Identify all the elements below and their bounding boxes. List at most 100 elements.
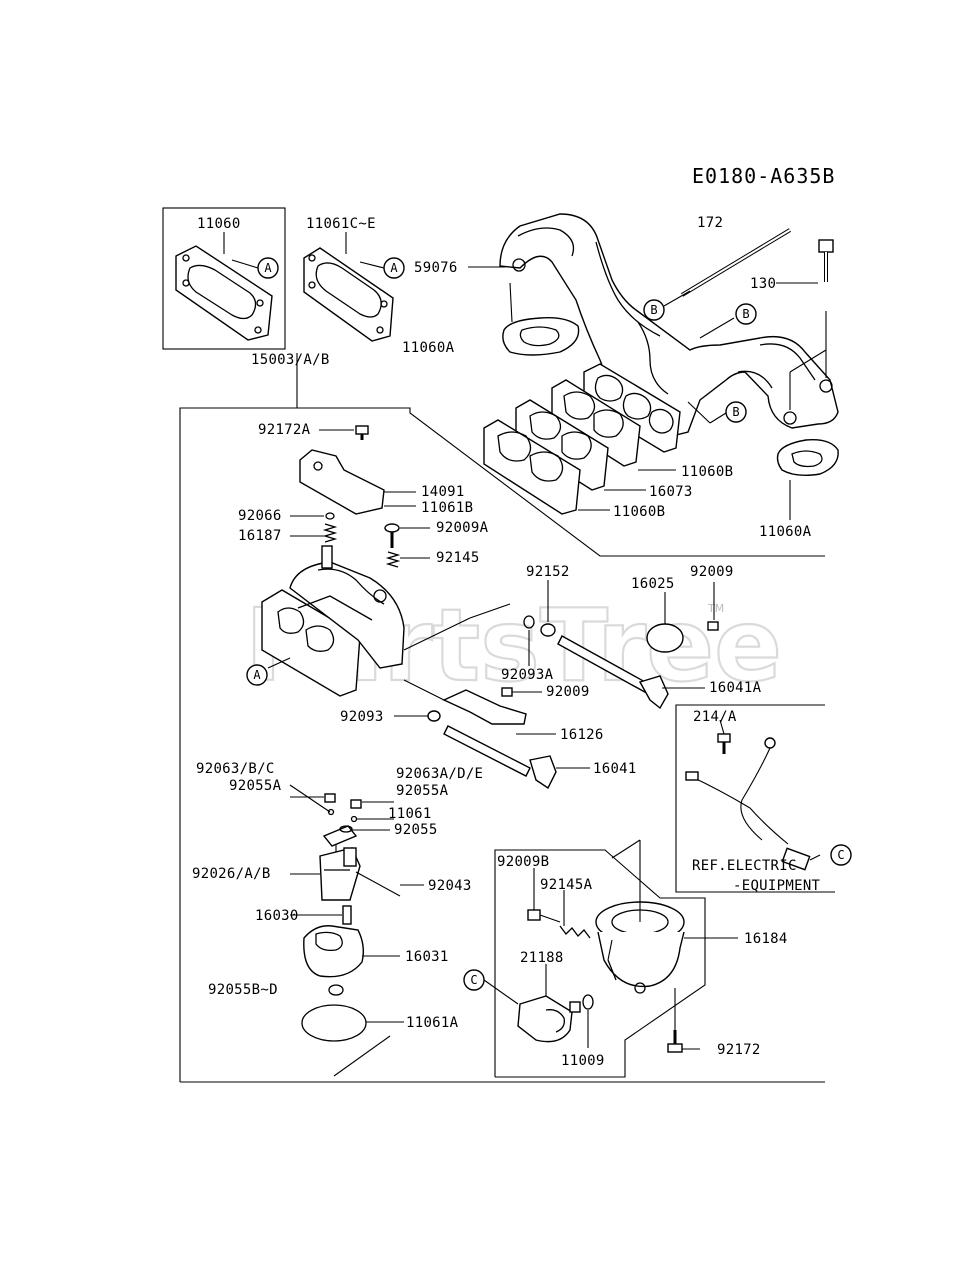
part-label: 92172 — [717, 1042, 761, 1058]
part-label: 130 — [750, 276, 776, 292]
wire-harness — [685, 737, 811, 871]
gasket-11060a-right — [776, 439, 839, 477]
spring-16187 — [322, 523, 338, 543]
part-label: 11061A — [406, 1015, 459, 1031]
part-label: 14091 — [421, 484, 465, 500]
part-label: 92009 — [690, 564, 734, 580]
part-label: 16025 — [631, 576, 675, 592]
screw-92009b — [527, 909, 561, 923]
callout-a-2: A — [359, 257, 405, 279]
gasket-11061c-e — [303, 247, 394, 342]
part-label: 16041A — [709, 680, 762, 696]
bracket-14091 — [299, 449, 385, 515]
part-label: 16030 — [255, 908, 299, 924]
part-label: 59076 — [414, 260, 458, 276]
screw-92009a — [384, 523, 400, 548]
part-label: 172 — [697, 215, 723, 231]
throttle-shaft — [557, 623, 684, 710]
solenoid-group-frame — [494, 849, 706, 1078]
screw-92009-top — [707, 621, 719, 631]
callout-b-3: B — [725, 401, 747, 423]
part-label: 16184 — [744, 931, 788, 947]
oring-92066 — [325, 512, 335, 520]
oring-92055a-left — [327, 808, 335, 816]
part-label: 92055A — [229, 778, 282, 794]
ref-equipment-label: -EQUIPMENT — [733, 878, 821, 894]
bolt-130 — [818, 239, 834, 282]
solenoid-21188 — [517, 995, 581, 1043]
callout-a-3: A — [246, 664, 268, 686]
oring-92055b-d — [328, 984, 344, 996]
callout-letter: C — [470, 973, 477, 987]
part-label: 92009A — [436, 520, 489, 536]
part-label: 92009 — [546, 684, 590, 700]
gasket-11060 — [175, 245, 273, 341]
diagram-code: E0180-A635B — [692, 164, 835, 188]
part-label: 92093A — [501, 667, 554, 683]
part-label: 92145 — [436, 550, 480, 566]
spring-92145a — [559, 925, 591, 939]
part-label: 92152 — [526, 564, 570, 580]
part-label: 92172A — [258, 422, 311, 438]
carburetor-group-frame — [179, 407, 825, 1082]
part-label: 214/A — [693, 709, 737, 725]
electric-ref-frame — [675, 704, 835, 893]
screw-92009-mid — [501, 687, 513, 697]
intake-manifold — [499, 213, 839, 453]
part-label: 92009B — [497, 854, 549, 870]
choke-shaft — [442, 689, 557, 790]
part-label: 21188 — [520, 950, 564, 966]
wire-92043 — [355, 871, 401, 897]
seal-92093a — [523, 615, 535, 629]
callout-letter: C — [837, 848, 844, 862]
callout-letter: A — [264, 261, 272, 275]
callout-a-1: A — [231, 257, 279, 279]
gasket-59076 — [502, 316, 580, 356]
part-label: 11060B — [613, 504, 665, 520]
part-label: 11060A — [402, 340, 455, 356]
screw-214a — [717, 733, 731, 754]
gasket-11009 — [582, 994, 594, 1010]
gasket-11061a — [301, 1004, 367, 1042]
gasket-11060b-2 — [483, 419, 581, 515]
callout-b-2: B — [735, 303, 757, 325]
gasket-16073 — [515, 399, 609, 491]
callout-b-1: B — [643, 299, 665, 321]
oring-92055a-right — [350, 815, 358, 823]
part-label: 16073 — [649, 484, 693, 500]
part-label: 92063/B/C — [196, 761, 275, 777]
part-label: 11060A — [759, 524, 812, 540]
stud-172 — [680, 228, 792, 297]
part-label: 92055B~D — [208, 982, 278, 998]
part-label: 11060 — [197, 216, 241, 232]
part-label: 16187 — [238, 528, 282, 544]
leader-lines — [223, 232, 827, 1077]
screw-92172a — [355, 425, 369, 440]
part-label: 11061 — [388, 806, 432, 822]
callout-letter: B — [650, 303, 657, 317]
part-label: 92026/A/B — [192, 866, 271, 882]
part-label: 92043 — [428, 878, 472, 894]
part-label: 92093 — [340, 709, 384, 725]
float-valve-body — [319, 847, 361, 901]
callout-c-2: C — [463, 969, 485, 991]
callout-letter: B — [742, 307, 749, 321]
watermark-trademark: TM — [707, 602, 724, 615]
callout-letter: A — [390, 261, 398, 275]
part-label: 92055A — [396, 783, 449, 799]
seal-92152 — [540, 623, 556, 637]
gasket-inset-frame — [162, 207, 286, 350]
part-label: 16126 — [560, 727, 604, 743]
part-label: 11060B — [681, 464, 733, 480]
part-label: 92145A — [540, 877, 593, 893]
carburetor-body — [261, 545, 405, 697]
spring-92145 — [385, 551, 401, 568]
needle-16030 — [342, 905, 352, 925]
part-label: 16041 — [593, 761, 637, 777]
part-label: 16031 — [405, 949, 449, 965]
float-16031 — [303, 925, 365, 978]
part-label: 11061B — [421, 500, 473, 516]
part-label: 92066 — [238, 508, 282, 524]
callout-letter: B — [732, 405, 739, 419]
